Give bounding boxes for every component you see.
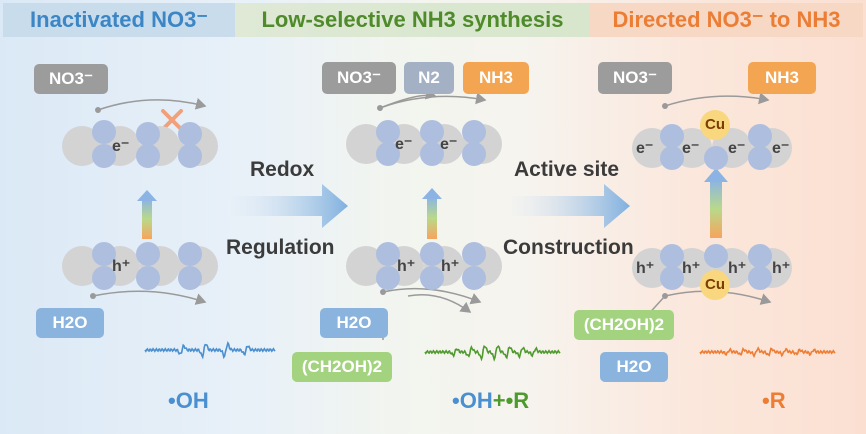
panel1-h2o-label: H2O: [36, 308, 104, 338]
transition-arrow-1: [230, 184, 348, 228]
panel2-h2o-label: H2O: [320, 308, 388, 338]
transition2-bottom: Construction: [503, 236, 634, 259]
panel1-oh-radical: •OH: [168, 388, 209, 413]
panel2-nh3-label: NH3: [463, 62, 529, 94]
panel3-ethylene-glycol-label: (CH2OH)2: [574, 310, 674, 340]
panel3-electron-1: e⁻: [636, 140, 654, 157]
panel2-electron-2: e⁻: [440, 136, 458, 153]
panel3-nh3-label: NH3: [748, 62, 816, 94]
panel3-electron-3: e⁻: [728, 140, 746, 157]
panel2-hole-1: h⁺: [397, 258, 416, 275]
panel2-electron-1: e⁻: [395, 136, 413, 153]
panel3-electron-4: e⁻: [772, 140, 790, 157]
panel2-plus: +: [492, 388, 506, 413]
panel2-ethylene-glycol-label: (CH2OH)2: [292, 352, 392, 382]
header-directed: Directed NO3⁻ to NH3: [590, 3, 863, 37]
panel3-no3-label: NO3⁻: [598, 62, 672, 94]
transition-arrow-2: [512, 184, 630, 228]
panel2-r-radical: •R: [505, 388, 530, 413]
header-low-selective: Low-selective NH3 synthesis: [235, 3, 590, 37]
panel3-hole-3: h⁺: [728, 260, 747, 277]
transition1-bottom: Regulation: [226, 236, 335, 259]
panel3-hole-2: h⁺: [682, 260, 701, 277]
panel1-electron: e⁻: [112, 138, 130, 155]
panel2-hole-2: h⁺: [441, 258, 460, 275]
panel3-electron-2: e⁻: [682, 140, 700, 157]
panel2-oh-radical: •OH: [452, 388, 493, 413]
panel2-n2-label: N2: [404, 62, 454, 94]
transition2-top: Active site: [514, 158, 620, 181]
panel3-h2o-label: H2O: [600, 352, 668, 382]
header-inactivated: Inactivated NO3⁻: [3, 3, 235, 37]
panel3-cu-top: Cu: [700, 110, 730, 140]
panel2-radicals: •OH+•R: [452, 388, 529, 414]
panel3-r-radical: •R: [762, 388, 786, 413]
panel1-hole: h⁺: [112, 258, 131, 275]
panel2-no3-label: NO3⁻: [322, 62, 396, 94]
panel1-no3-label: NO3⁻: [34, 64, 108, 94]
panel3-hole-4: h⁺: [772, 260, 791, 277]
panel3-hole-1: h⁺: [636, 260, 655, 277]
panel3-cu-bottom: Cu: [700, 270, 730, 300]
transition1-top: Redox: [250, 158, 315, 181]
